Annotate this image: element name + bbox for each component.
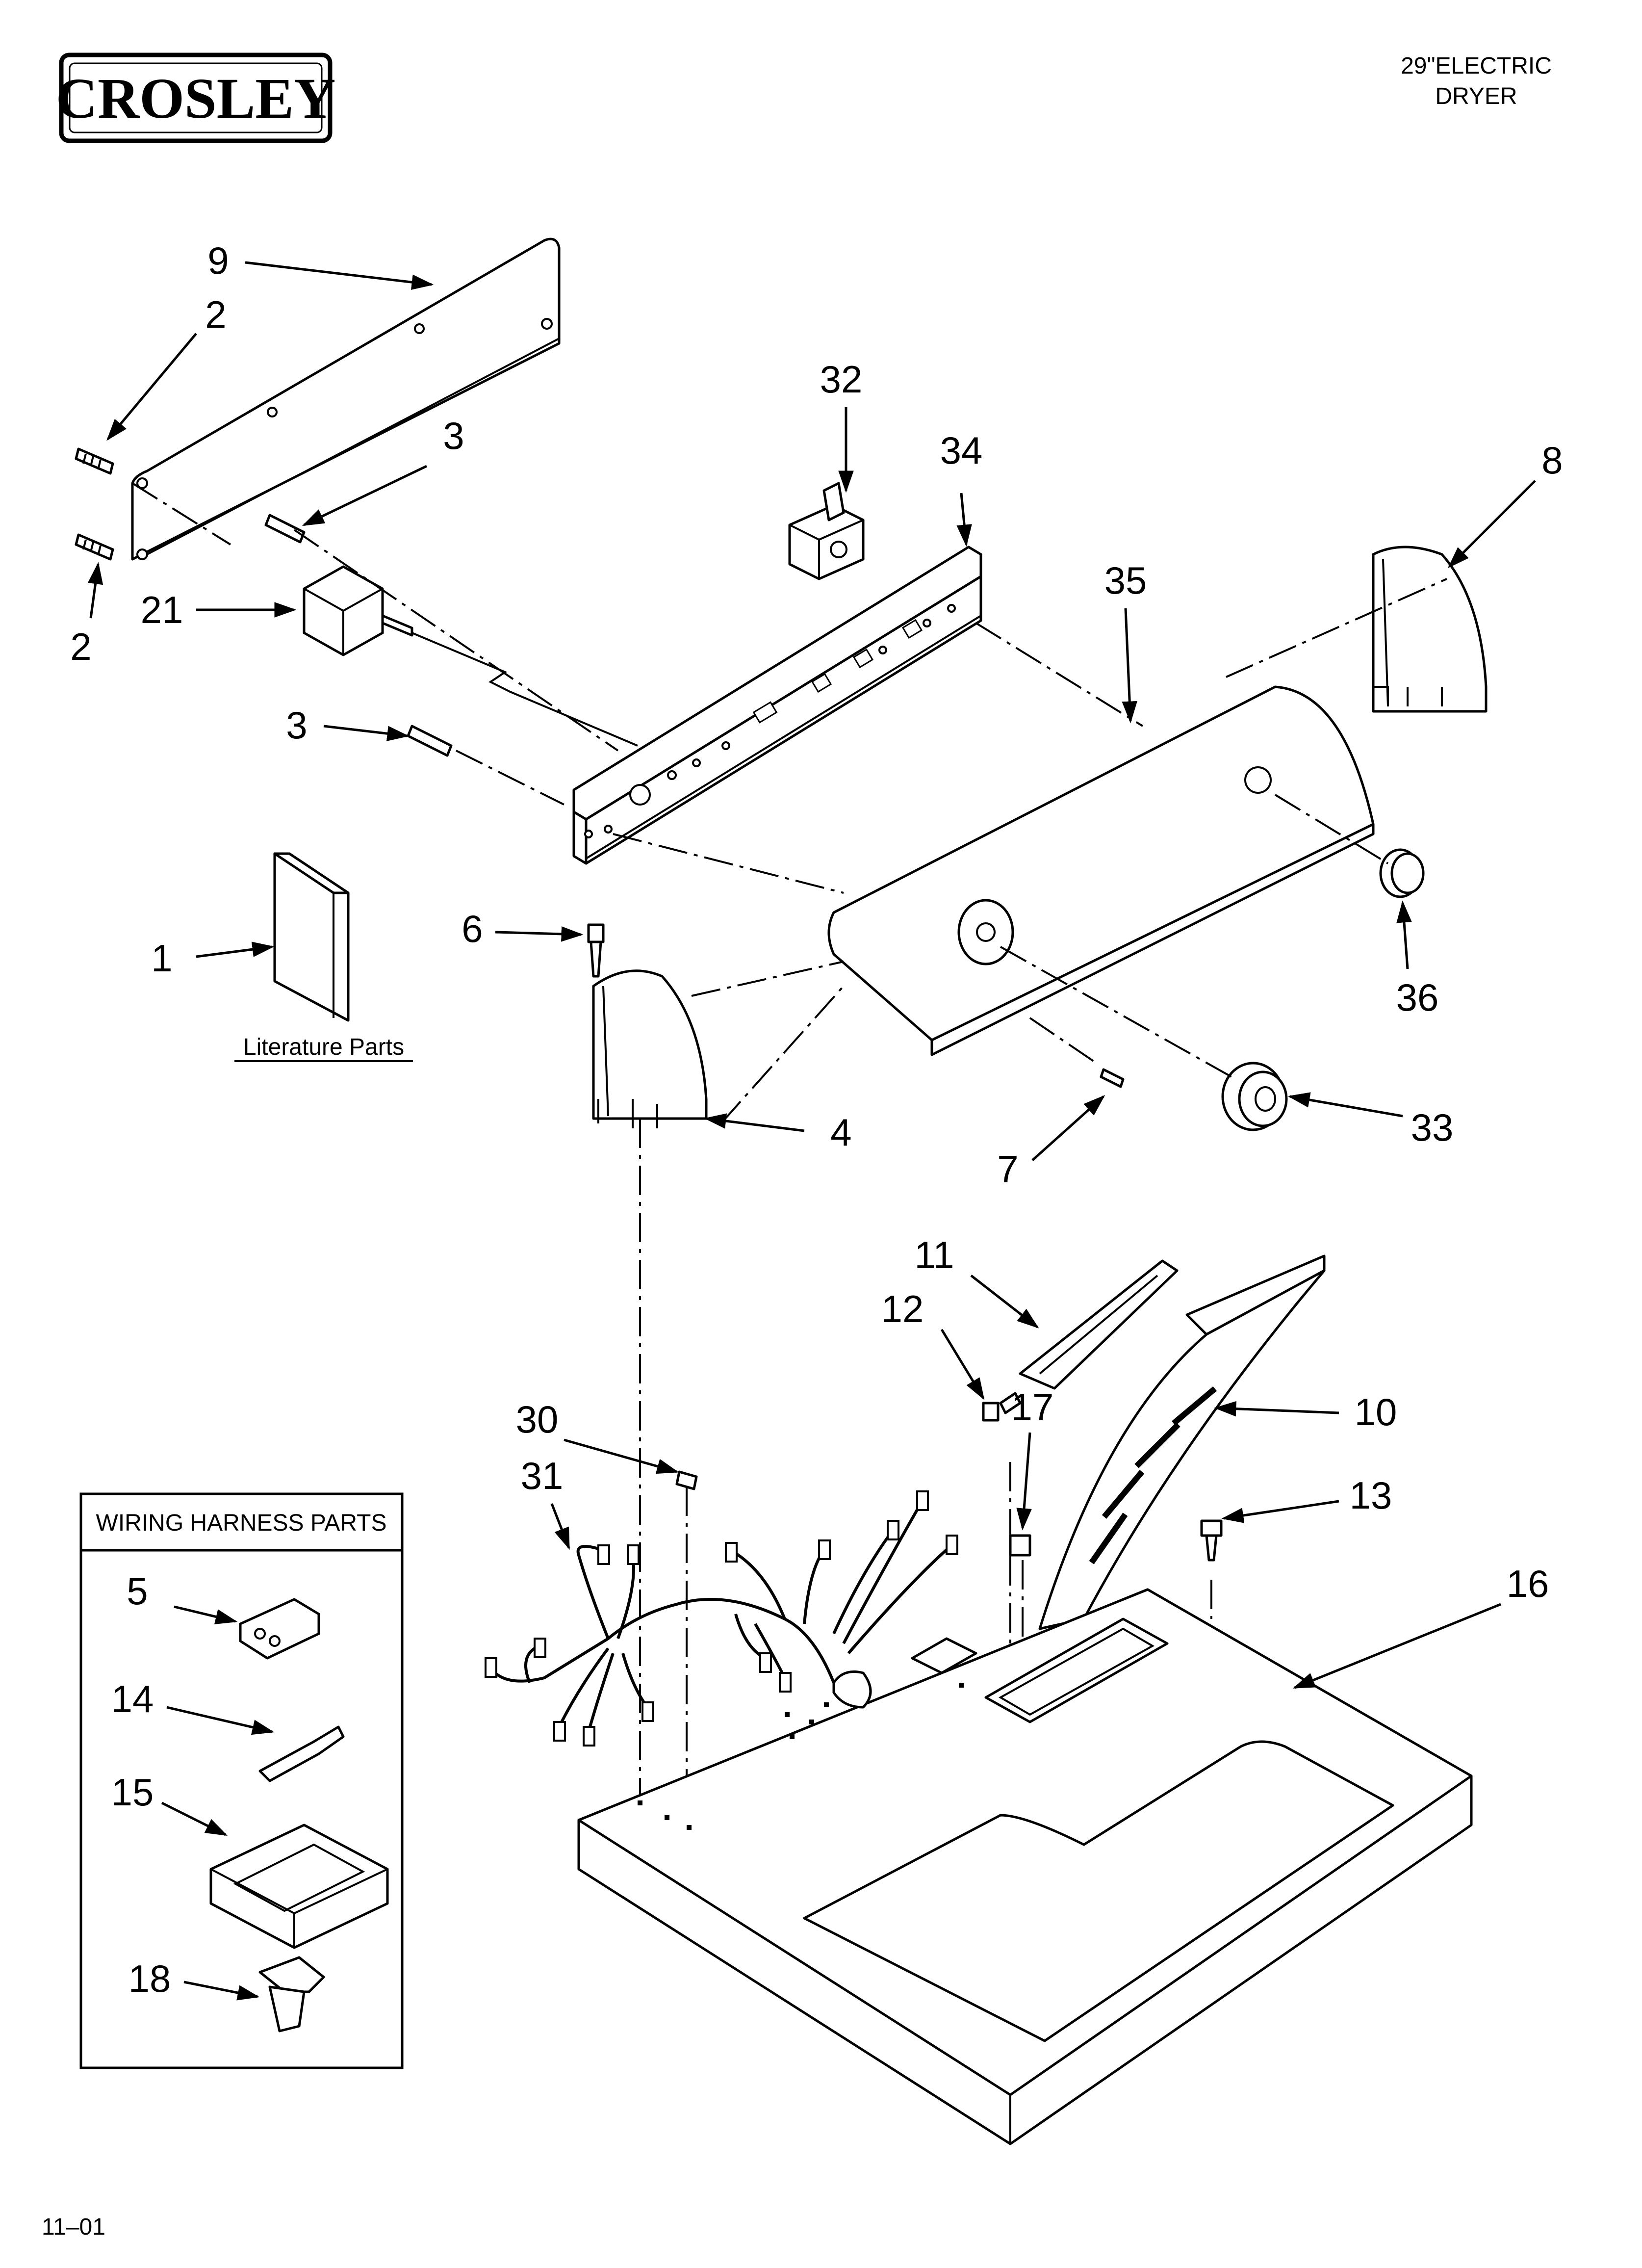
screw-icon: [587, 923, 1125, 1088]
callout-numbers: 9 2 2 3 21 3 32 34 8 35 6 1 36 4 33 7 11…: [70, 239, 1563, 2000]
callout-34: 34: [940, 429, 983, 472]
knob-icon: [1221, 848, 1425, 1131]
callout-2: 2: [205, 293, 226, 336]
control-bracket: [572, 546, 982, 865]
callout-6: 6: [462, 907, 483, 950]
callout-2: 2: [70, 625, 91, 668]
control-console: [827, 685, 1375, 1056]
literature-booklet: [273, 852, 350, 1022]
callout-30: 30: [516, 1398, 559, 1441]
callout-3: 3: [443, 414, 464, 457]
assembly-lines: [131, 482, 1447, 1810]
lint-screen: [999, 1259, 1179, 1414]
callout-8: 8: [1541, 439, 1563, 482]
callout-7: 7: [997, 1147, 1018, 1191]
brand-name: CROSLEY: [56, 66, 335, 130]
callout-14: 14: [111, 1677, 154, 1721]
callout-10: 10: [1355, 1390, 1397, 1434]
callout-18: 18: [128, 1957, 171, 2000]
callout-15: 15: [111, 1771, 154, 1814]
wiring-parts-box: WIRING HARNESS PARTS: [79, 1492, 404, 2069]
callout-3: 3: [286, 704, 307, 747]
screw-icon: [75, 447, 114, 561]
callout-16: 16: [1507, 1562, 1549, 1605]
lint-duct: [1038, 1254, 1326, 1630]
wiring-harness: [485, 1490, 958, 1747]
leader-lines: [87, 261, 1536, 2001]
callout-4: 4: [830, 1111, 851, 1154]
callout-9: 9: [207, 239, 229, 282]
rear-panel: [131, 237, 561, 561]
brand-logo: CROSLEY: [56, 52, 335, 143]
screw-icon: [264, 514, 453, 757]
callout-13: 13: [1350, 1474, 1392, 1517]
callout-21: 21: [141, 588, 183, 631]
top-panel: [577, 1588, 1473, 2145]
callout-17: 17: [1011, 1385, 1054, 1429]
callout-11: 11: [915, 1233, 954, 1277]
literature-label: Literature Parts: [243, 1034, 404, 1060]
end-cap-right: [1372, 546, 1488, 713]
callout-5: 5: [127, 1569, 148, 1613]
callout-36: 36: [1396, 976, 1439, 1019]
timer-switch: [303, 565, 638, 747]
model-line-1: 29"ELECTRIC: [1401, 53, 1552, 79]
callout-35: 35: [1104, 559, 1147, 602]
selector-switch: [788, 482, 865, 580]
end-cap-left: [592, 969, 708, 1128]
callout-12: 12: [881, 1287, 924, 1330]
callout-31: 31: [521, 1454, 564, 1497]
date-code: 11–01: [42, 2214, 105, 2240]
callout-33: 33: [1411, 1106, 1454, 1149]
model-line-2: DRYER: [1435, 83, 1517, 109]
wiring-box-title: WIRING HARNESS PARTS: [96, 1510, 387, 1536]
callout-32: 32: [820, 358, 863, 401]
callout-1: 1: [151, 937, 172, 980]
screw-icon: [675, 1402, 1223, 1562]
